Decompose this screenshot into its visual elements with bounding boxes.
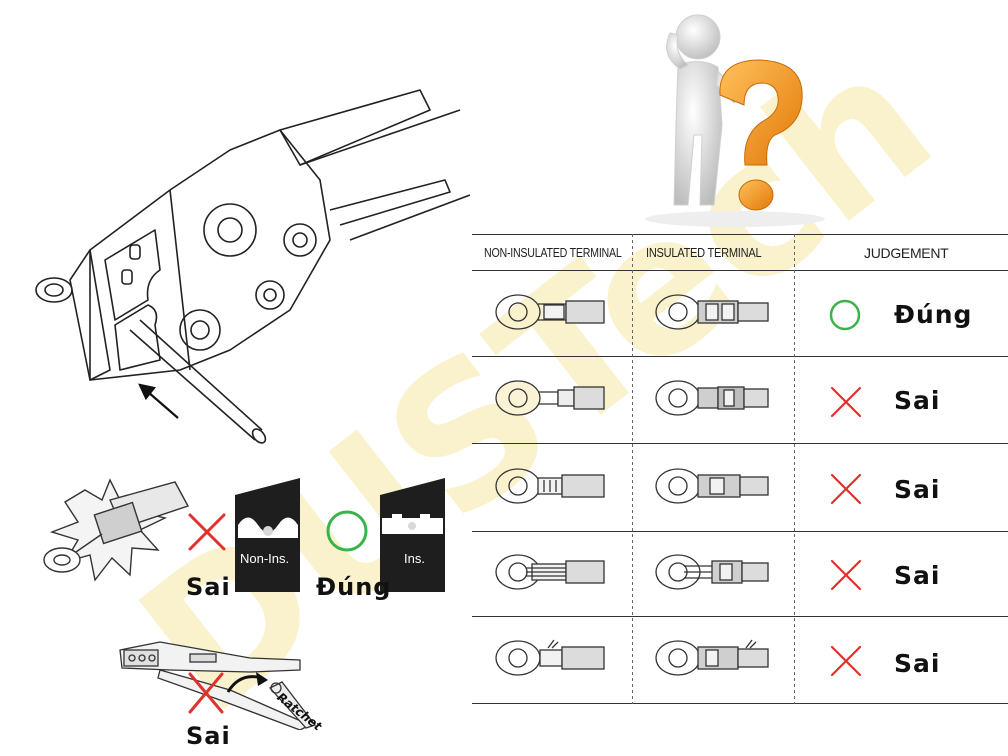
wrong-cross-icon (830, 386, 862, 418)
verdict-row-3: Sai (894, 475, 941, 504)
non-insulated-terminal-row-4 (495, 554, 605, 590)
correct-label: Đúng (316, 573, 392, 601)
wrong-cross-icon (830, 645, 862, 677)
insulated-terminal-row-4 (655, 554, 769, 590)
wrong-cross-icon (830, 473, 862, 505)
insulated-die (380, 478, 445, 592)
wrong-cross-icon (188, 672, 224, 714)
verdict-row-2: Sai (894, 386, 941, 415)
crimp-tool-illustration (35, 89, 470, 444)
insulated-terminal-row-2 (655, 380, 769, 416)
verdict-row-4: Sai (894, 561, 941, 590)
wrong-cross-icon (830, 559, 862, 591)
arrow-icon (226, 675, 263, 693)
header-non-insulated-terminal: NON-INSULATED TERMINAL (484, 245, 622, 260)
die-label-ins: Ins. (404, 551, 425, 566)
insulated-terminal-row-5 (655, 639, 769, 676)
die-selection-illustration (43, 478, 445, 592)
non-insulated-terminal-row-5 (495, 639, 605, 676)
non-insulated-terminal-row-2 (495, 380, 605, 416)
die-label-non-ins: Non-Ins. (240, 551, 290, 566)
bottom-wrong-label: Sai (186, 722, 231, 750)
ratchet-crimper-illustration (119, 641, 317, 730)
question-figure-illustration (645, 14, 825, 227)
insulated-terminal-row-1 (655, 294, 769, 330)
header-insulated-terminal: INSULATED TERMINAL (646, 245, 762, 260)
header-judgement: JUDGEMENT (864, 245, 949, 261)
wrong-cross-icon (188, 513, 226, 551)
non-insulated-terminal-row-1 (495, 294, 605, 330)
correct-circle-icon (326, 510, 368, 552)
verdict-row-5: Sai (894, 649, 941, 678)
wrong-label: Sai (186, 573, 231, 601)
non-insulated-terminal-row-3 (495, 468, 605, 504)
insulated-terminal-row-3 (655, 468, 769, 504)
judgement-marks (829, 299, 862, 677)
judgement-table-grid (472, 234, 1008, 704)
correct-circle-icon (829, 299, 861, 331)
verdict-row-1: Đúng (894, 300, 973, 329)
terminal-drawings (495, 294, 769, 676)
